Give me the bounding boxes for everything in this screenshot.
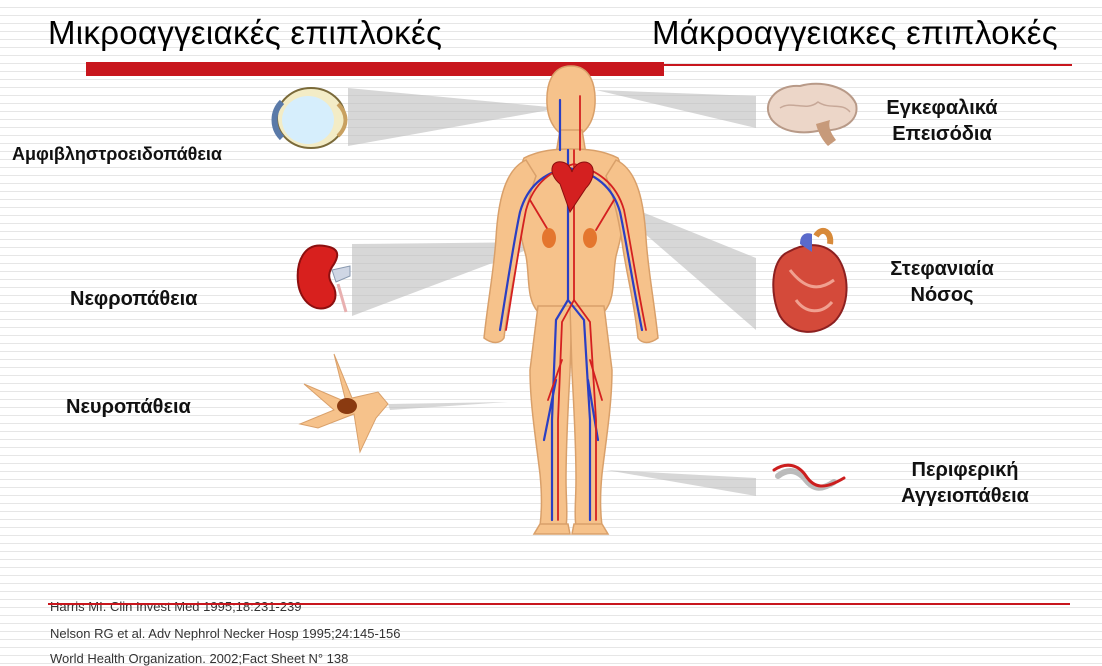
nerve-cell-icon xyxy=(300,354,388,452)
label-coronary-disease: Στεφανιαία Νόσος xyxy=(862,256,1022,308)
label-stroke-line-1: Εγκεφαλικά xyxy=(862,95,1022,121)
label-retinopathy: Αμφιβληστροειδοπάθεια xyxy=(12,143,222,166)
eye-icon xyxy=(275,88,346,148)
heart-icon xyxy=(773,231,846,332)
label-stroke-line-2: Επεισόδια xyxy=(862,121,1022,147)
references-divider xyxy=(48,603,1070,605)
label-stroke: Εγκεφαλικά Επεισόδια xyxy=(862,95,1022,147)
reference-nelson: Nelson RG et al. Adv Nephrol Necker Hosp… xyxy=(50,626,400,641)
wedge-brain xyxy=(596,90,756,128)
label-peripheral-angiopathy: Περιφερική Αγγειοπάθεια xyxy=(880,457,1050,509)
reference-harris: Harris MI. Clin Invest Med 1995;18:231-2… xyxy=(50,599,301,614)
kidney-icon xyxy=(298,245,350,312)
wedge-vessel xyxy=(606,470,756,496)
brain-icon xyxy=(768,84,857,146)
human-body-figure xyxy=(484,66,658,534)
reference-who: World Health Organization. 2002;Fact She… xyxy=(50,651,348,666)
label-neuropathy: Νευροπάθεια xyxy=(66,394,191,420)
label-coronary-line-1: Στεφανιαία xyxy=(862,256,1022,282)
wedge-nerve xyxy=(388,402,508,410)
label-coronary-line-2: Νόσος xyxy=(862,282,1022,308)
left-foot xyxy=(534,524,570,534)
body-kidney-left xyxy=(542,228,556,248)
blood-vessel-icon xyxy=(774,465,844,488)
label-peripheral-line-1: Περιφερική xyxy=(880,457,1050,483)
body-kidney-right xyxy=(583,228,597,248)
head xyxy=(547,66,595,137)
wedge-eye xyxy=(348,88,560,146)
label-nephropathy: Νεφροπάθεια xyxy=(70,286,197,312)
right-foot xyxy=(572,524,608,534)
label-peripheral-line-2: Αγγειοπάθεια xyxy=(880,483,1050,509)
